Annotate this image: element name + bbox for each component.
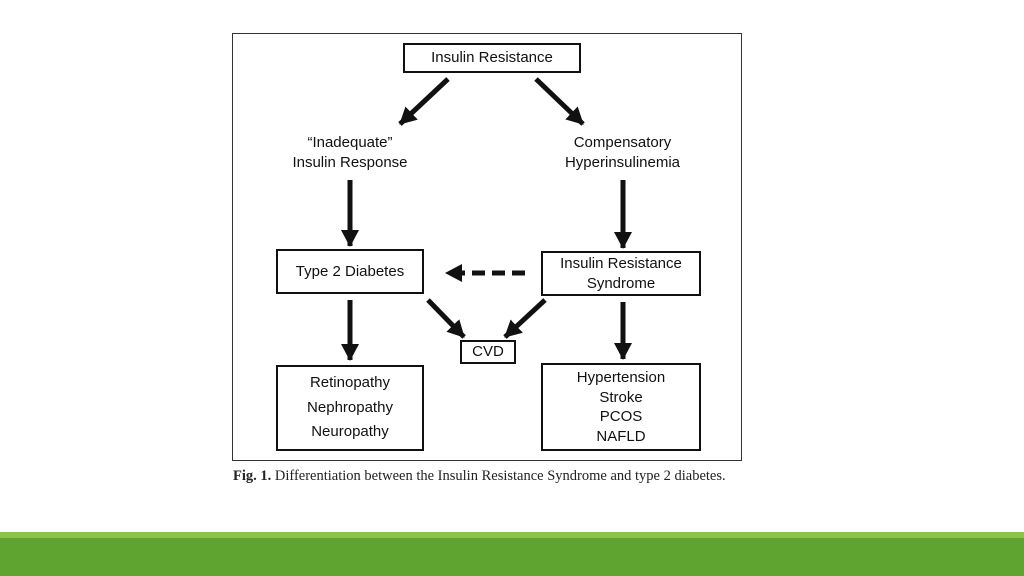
type2-diabetes-label: Type 2 Diabetes bbox=[295, 262, 405, 280]
figure-caption: Fig. 1. Differentiation between the Insu… bbox=[233, 467, 753, 487]
irs-line-2: Syndrome bbox=[586, 274, 656, 292]
inadequate-line-2: Insulin Response bbox=[292, 153, 408, 171]
figure-frame bbox=[232, 33, 742, 461]
insulin-resistance-label: Insulin Resistance bbox=[431, 49, 553, 67]
hyperinsulinemia-label: Compensatory Hyperinsulinemia bbox=[540, 133, 705, 172]
hypertension-label: Hypertension bbox=[576, 369, 666, 386]
irs-box: Insulin Resistance Syndrome bbox=[541, 251, 701, 296]
footer-bar-dark bbox=[0, 538, 1024, 576]
footer-bar-light bbox=[0, 532, 1024, 538]
caption-prefix: Fig. 1. bbox=[233, 468, 272, 484]
neuropathy-label: Neuropathy bbox=[311, 423, 389, 441]
hyperinsulinemia-line-2: Hyperinsulinemia bbox=[564, 153, 681, 171]
inadequate-response-label: “Inadequate” Insulin Response bbox=[270, 133, 430, 172]
cvd-box: CVD bbox=[460, 340, 516, 364]
nephropathy-label: Nephropathy bbox=[307, 398, 393, 416]
caption-text: Differentiation between the Insulin Resi… bbox=[271, 468, 726, 484]
inadequate-line-1: “Inadequate” bbox=[307, 134, 393, 151]
irs-complications-box: Hypertension Stroke PCOS NAFLD bbox=[541, 363, 701, 451]
hyperinsulinemia-line-1: Compensatory bbox=[573, 134, 672, 151]
pcos-label: PCOS bbox=[599, 408, 643, 425]
insulin-resistance-box: Insulin Resistance bbox=[403, 43, 581, 73]
nafld-label: NAFLD bbox=[596, 427, 646, 445]
microvascular-box: Retinopathy Nephropathy Neuropathy bbox=[276, 365, 424, 451]
irs-line-1: Insulin Resistance bbox=[560, 255, 682, 272]
cvd-label: CVD bbox=[472, 343, 504, 361]
type2-diabetes-box: Type 2 Diabetes bbox=[276, 249, 424, 294]
stroke-label: Stroke bbox=[599, 388, 643, 406]
retinopathy-label: Retinopathy bbox=[309, 373, 391, 391]
